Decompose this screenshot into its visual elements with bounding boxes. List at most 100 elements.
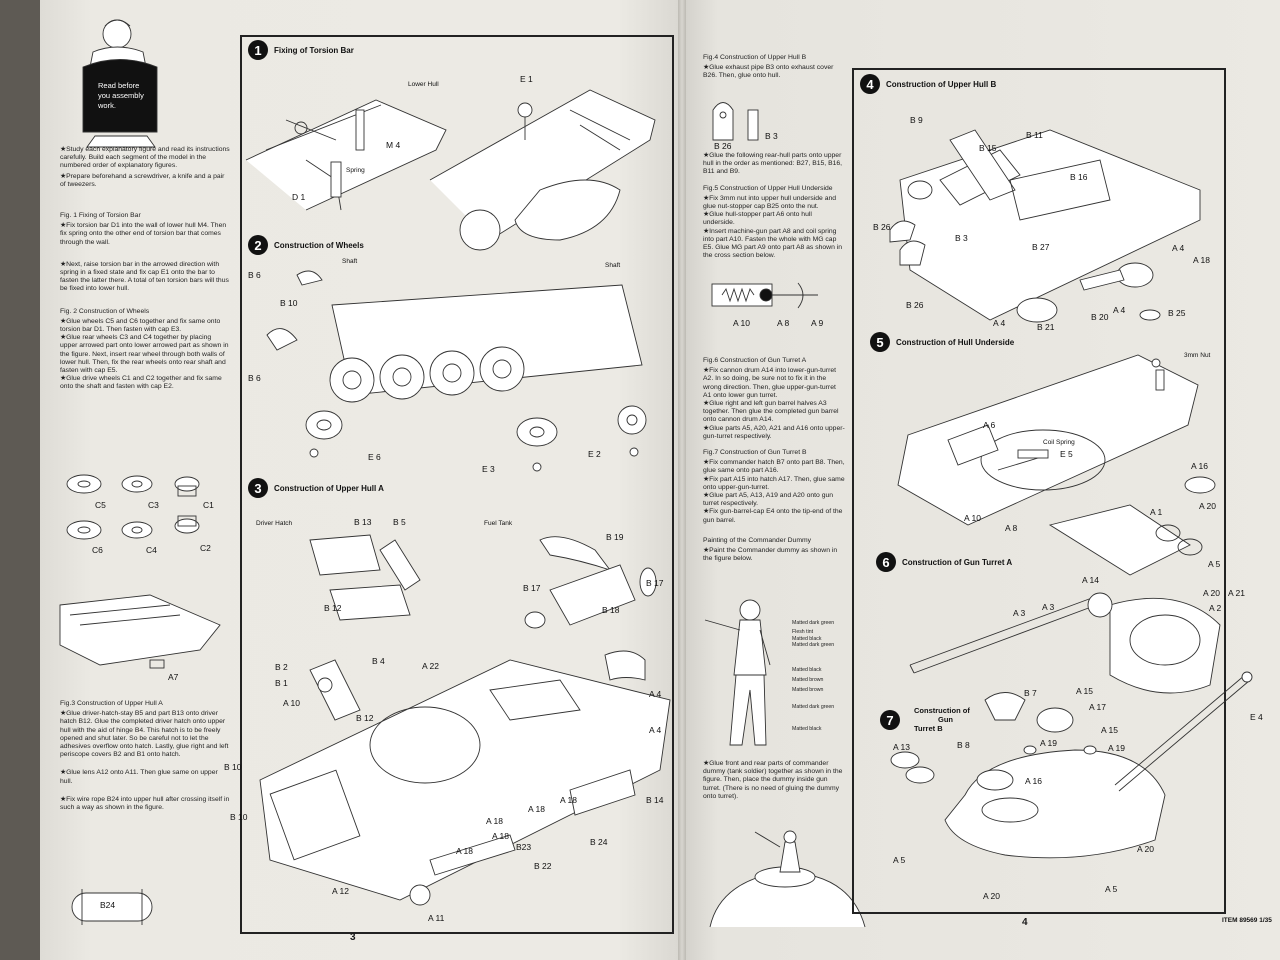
label-b2: B 2 [275,662,288,672]
label-a16-turret: A 16 [1191,461,1209,471]
part-label-c1: C1 [203,500,214,510]
step6-number: 6 [876,552,896,572]
fig3-body: ★Glue driver-hatch-stay B5 and part B13 … [60,710,229,759]
label-a18-5: A 18 [456,846,474,856]
label-a18-4: A 18 [492,831,510,841]
step1-title: Fixing of Torsion Bar [274,45,354,55]
label-e2: E 2 [588,449,601,459]
fig7-body: ★Fix commander hatch B7 onto part B8. Th… [703,459,845,524]
label-b6-bottom: B 6 [248,373,261,383]
label-a15-lower: A 15 [1101,725,1119,735]
label-a10-under: A 10 [964,513,982,523]
label-b6-top: B 6 [248,270,261,280]
step1-header: 1 Fixing of Torsion Bar [248,40,354,60]
label-e5: E 5 [1060,449,1073,459]
label-a10-hull: A 10 [283,698,301,708]
dummy-note: ★Glue front and rear parts of commander … [703,760,843,800]
label-a2: A 2 [1209,603,1222,613]
fig3-text: Fig.3 Construction of Upper Hull A ★Glue… [60,700,230,814]
label-b8: B 8 [957,740,970,750]
label-b15: B 15 [979,143,997,153]
item-number: ITEM 89569 1/35 [1222,917,1272,924]
step3-header: 3 Construction of Upper Hull A [248,478,384,498]
label-driver-hatch: Driver Hatch [256,520,293,527]
label-e4: E 4 [1250,712,1263,722]
label-a16-b: A 16 [1025,776,1043,786]
label-b23: B23 [516,842,532,852]
hull-underside-illustration [897,354,1199,526]
label-b22: B 22 [534,861,552,871]
painting-body: ★Paint the Commander dummy as shown in t… [703,547,838,563]
page-number-right: 4 [1022,917,1028,928]
label-a18-2: A 18 [528,804,546,814]
label-a10-mg: A 10 [733,318,751,328]
paint-notes: Matted dark green Flesh tint Matted blac… [792,620,835,733]
label-b9: B 9 [910,115,923,125]
part-label-b24: B24 [100,900,116,910]
right-instructions-frame [852,68,1226,914]
wheels-illustration [266,270,647,472]
label-a12: A 12 [332,886,350,896]
label-b21: B 21 [1037,322,1055,332]
torsion-bar-illustration-1 [245,99,447,211]
label-b12-hull: B 12 [356,713,374,723]
label-spring: Spring [346,167,365,174]
label-a4-hull-1: A 4 [1172,243,1185,253]
label-e6: E 6 [368,452,381,462]
fig2-body: ★Glue wheels C5 and C6 together and fix … [60,317,229,391]
upper-hull-b-illustration [889,129,1201,323]
upper-hull-a-illustration [259,650,671,906]
step5-number: 5 [870,332,890,352]
fig4-text: Fig.4 Construction of Upper Hull B ★Glue… [703,54,843,83]
wheel-parts-illustration [66,474,200,540]
step3-title: Construction of Upper Hull A [274,483,384,493]
fig5-title: Fig.5 Construction of Upper Hull Undersi… [703,184,833,192]
painting-title: Painting of the Commander Dummy [703,536,812,544]
label-a19-1: A 19 [1040,738,1058,748]
label-b19: B 19 [606,532,624,542]
part-label-c2: C2 [200,543,211,553]
label-a5-b-2: A 5 [1105,884,1118,894]
label-b12: B 12 [324,603,342,613]
fig1-body2: ★Next, raise torsion bar in the arrowed … [60,260,229,293]
step2-header: 2 Construction of Wheels [248,235,364,255]
label-a9-mg: A 9 [811,318,824,328]
label-b26-lower: B 26 [906,300,924,310]
label-a5-turret: A 5 [1208,559,1221,569]
label-a18-1: A 18 [486,816,504,826]
label-a17: A 17 [1089,702,1107,712]
left-instructions-frame [240,35,674,934]
commander-dummy-illustration [704,599,771,746]
lens-text: ★Glue lens A12 onto A11. Then glue same … [60,769,218,785]
label-b11: B 11 [1026,130,1043,140]
step4-header: 4 Construction of Upper Hull B [860,74,996,94]
gun-turret-a-illustration [909,476,1221,694]
step4-title: Construction of Upper Hull B [886,79,997,89]
label-d1: D 1 [292,192,306,202]
label-a19-2: A 19 [1108,743,1126,753]
step2-title: Construction of Wheels [274,240,364,250]
label-a5-b-1: A 5 [893,855,906,865]
label-b24-hull: B 24 [590,837,608,847]
step4-number: 4 [860,74,880,94]
fig7-title: Fig.7 Construction of Gun Turret B [703,449,807,457]
label-b26-exhaust: B 26 [714,141,732,151]
label-b1: B 1 [275,678,288,688]
label-3mm-nut: 3mm Nut [1184,352,1211,359]
label-a15-upper: A 15 [1076,686,1094,696]
label-a8-mg: A 8 [777,318,790,328]
fig1-body: ★Fix torsion bar D1 into the wall of low… [60,222,227,246]
fig1-text: Fig. 1 Fixing of Torsion Bar ★Fix torsio… [60,212,230,394]
page-number-left: 3 [350,932,356,943]
label-a11: A 11 [428,913,445,923]
label-a4-hull-3: A 4 [993,318,1006,328]
label-b18: B 18 [602,605,620,615]
label-b27: B 27 [1032,242,1050,252]
label-a18-hull: A 18 [1193,255,1211,265]
label-b16: B 16 [1070,172,1088,182]
wire-text: ★Fix wire rope B24 into upper hull after… [60,795,230,812]
hull-corner-illustration [59,594,221,669]
label-b26-upper: B 26 [873,222,891,232]
turret-dummy-illustration [709,830,866,928]
label-a18-3: A 18 [560,795,578,805]
